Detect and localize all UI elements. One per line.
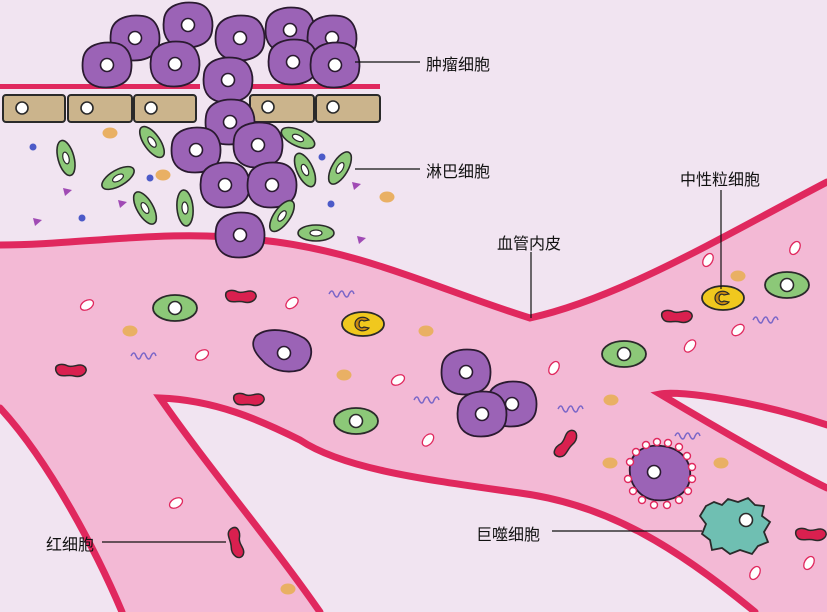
tissue-particles <box>29 127 395 244</box>
label-lymphocyte: 淋巴细胞 <box>426 162 491 181</box>
blood-vessel <box>0 178 827 612</box>
vessel-wall-lower <box>153 394 759 612</box>
leader-lines <box>102 61 722 543</box>
tissue-barrier <box>0 84 381 123</box>
endothelial-cells <box>2 94 381 123</box>
membrane-right <box>248 84 380 89</box>
vessel-wall-left <box>0 404 126 612</box>
tumor-cell-in-vessel <box>252 329 313 373</box>
label-neutrophil: 中性粒细胞 <box>680 170 761 189</box>
tumor-cell-platelet-ring <box>623 437 697 510</box>
vessel-wall-top <box>0 178 827 322</box>
label-tumor-cells: 肿瘤细胞 <box>426 55 491 74</box>
label-endothelium: 血管内皮 <box>497 234 562 253</box>
label-macrophage: 巨噬细胞 <box>476 525 541 544</box>
vessel-wall-upper-branch <box>650 389 827 492</box>
macrophage <box>698 496 772 556</box>
label-red-blood-cell: 红细胞 <box>46 535 95 554</box>
